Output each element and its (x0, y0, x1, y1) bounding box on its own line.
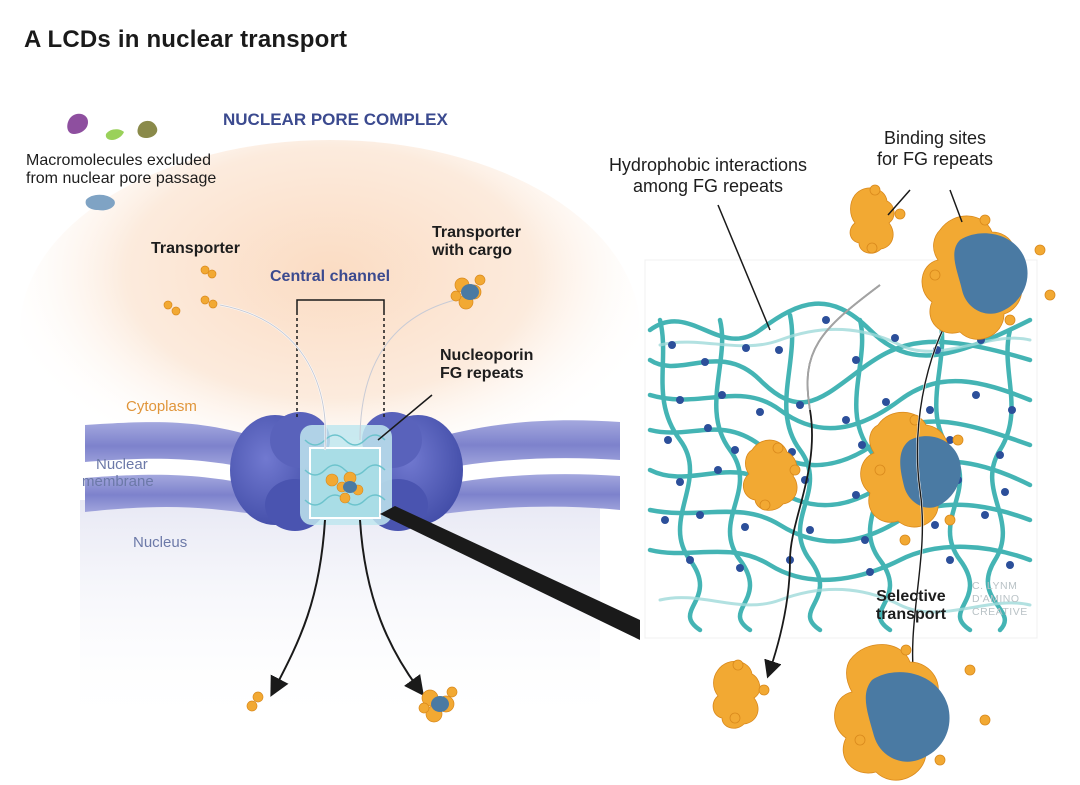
transporter-label: Transporter (151, 240, 240, 257)
exported-cargo-complex (418, 686, 458, 723)
nucleoporin-line-1: Nucleoporin (440, 347, 534, 364)
bound-cargo-complex (860, 411, 964, 546)
nucleoporin-pointer (377, 394, 433, 441)
cargo-complex-top (450, 274, 486, 310)
credit-line-2: D'AMINO (972, 593, 1020, 606)
membrane-line-1: Nuclear (96, 456, 148, 473)
nucleus-region (80, 500, 600, 730)
selective-transport-label: Selective transport (866, 588, 956, 625)
central-channel-mesh (300, 425, 392, 525)
bound-transporter (742, 439, 801, 511)
binding-pointer-1 (887, 189, 911, 216)
zoom-connector (380, 506, 640, 640)
figure-title: A LCDs in nuclear transport (24, 26, 348, 53)
transporter-molecules (163, 265, 218, 316)
central-channel-bracket (296, 299, 385, 420)
excluded-macromolecules (67, 113, 158, 211)
selective-line-1: Selective (876, 588, 946, 605)
cytoplasm-label: Cytoplasm (126, 398, 197, 415)
transporter-cargo-line-1: Transporter (432, 224, 521, 241)
credit-line-3: CREATIVE (972, 606, 1028, 619)
artist-credit: C. LYNM D'AMINO CREATIVE (972, 580, 1028, 619)
selective-line-2: transport (875, 606, 947, 624)
released-transporter (712, 659, 770, 729)
binding-pointer-2 (949, 189, 963, 223)
macromolecules-label: Macromolecules excluded from nuclear por… (26, 152, 216, 189)
membrane-label: Nuclear membrane (82, 456, 154, 491)
binding-sites-label: Binding sites for FG repeats (860, 128, 1010, 169)
released-cargo-complex (834, 644, 991, 781)
incoming-cargo-complex (921, 214, 1056, 340)
nucleoporin-line-2: FG repeats (440, 365, 524, 383)
hydrophobic-pointer (717, 204, 771, 331)
central-channel-label: Central channel (270, 268, 391, 285)
nuclear-membrane (85, 420, 620, 515)
binding-sites-line-2: for FG repeats (876, 148, 994, 169)
credit-line-1: C. LYNM (972, 580, 1018, 592)
incoming-transporter (849, 184, 906, 254)
transport-paths (219, 299, 456, 697)
npc-label: NUCLEAR PORE COMPLEX (223, 110, 448, 129)
zoom-panel (640, 259, 1040, 697)
exported-transporter (246, 691, 264, 712)
macromolecules-line-2: from nuclear pore passage (26, 170, 217, 188)
binding-sites-line-1: Binding sites (883, 128, 987, 148)
macromolecules-line-1: Macromolecules excluded (26, 152, 211, 169)
hydrophobic-line-2: among FG repeats (632, 175, 784, 196)
membrane-line-2: membrane (82, 473, 154, 491)
hydrophobic-label: Hydrophobic interactions among FG repeat… (580, 155, 836, 196)
transporter-cargo-label: Transporter with cargo (432, 224, 521, 261)
hydrophobic-line-1: Hydrophobic interactions (608, 155, 808, 175)
nucleus-label: Nucleus (133, 534, 188, 551)
transporter-cargo-line-2: with cargo (432, 242, 513, 260)
nucleoporin-label: Nucleoporin FG repeats (440, 347, 533, 384)
